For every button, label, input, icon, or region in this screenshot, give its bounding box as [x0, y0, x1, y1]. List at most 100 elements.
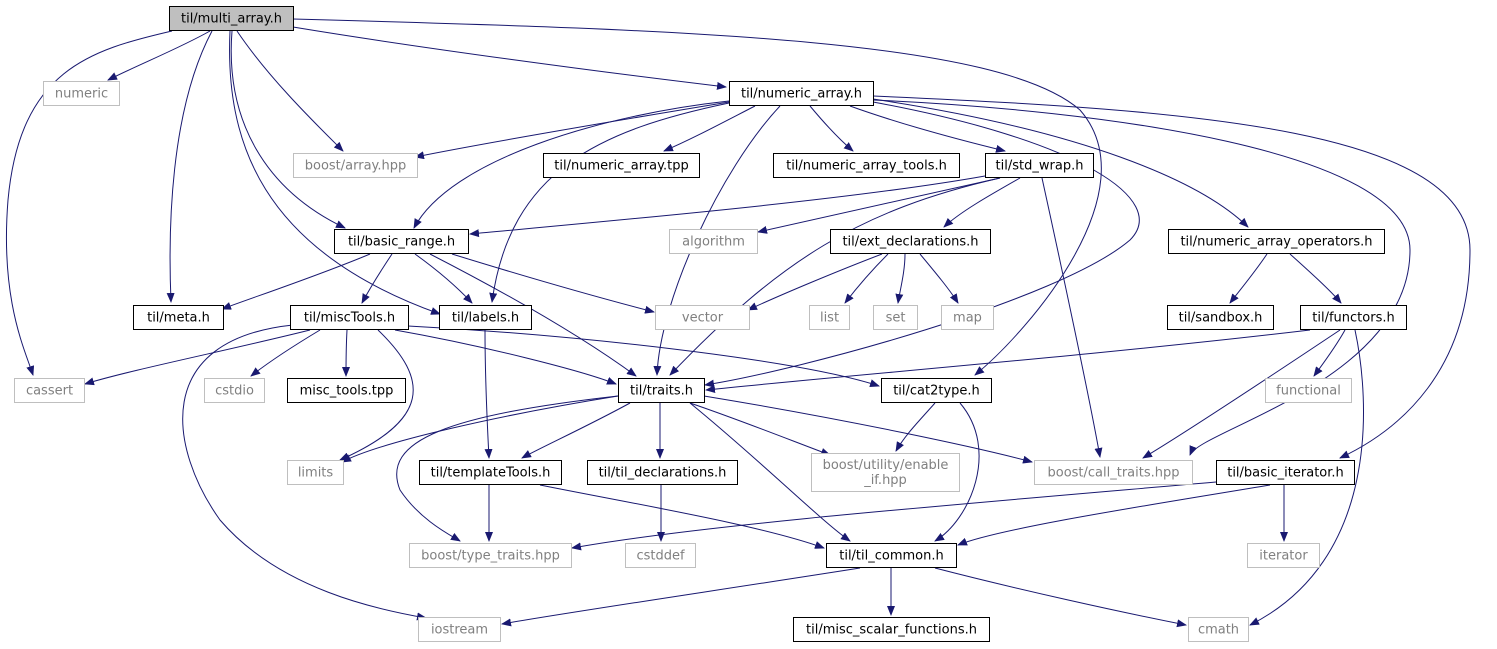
node-label: list	[820, 311, 839, 326]
edge-numeric_array-to-traits	[704, 101, 1140, 388]
node-label: til/ext_declarations.h	[842, 235, 978, 250]
node-traits[interactable]: til/traits.h	[618, 378, 705, 403]
edge-miscTools-to-cat2type	[407, 325, 880, 387]
edge-miscTools-to-limits	[339, 329, 414, 461]
node-box	[293, 153, 418, 178]
node-box	[809, 305, 850, 330]
edge-miscTools-to-cstdio	[250, 329, 321, 377]
node-sandbox[interactable]: til/sandbox.h	[1167, 305, 1274, 330]
edge-templateTools-to-til_common	[539, 484, 825, 549]
node-enable_if: boost/utility/enable_if.hpp	[811, 453, 960, 492]
node-label: cassert	[26, 384, 73, 399]
node-label: til/labels.h	[452, 311, 519, 326]
node-box	[729, 81, 874, 106]
node-numeric_array[interactable]: til/numeric_array.h	[729, 81, 874, 106]
edge-miscTools-to-misc_tools_tpp	[342, 329, 351, 377]
node-call_traits: boost/call_traits.hpp	[1034, 460, 1193, 485]
edge-std_wrap-to-ext_declarations	[943, 177, 1021, 228]
node-label: iterator	[1259, 549, 1308, 564]
edge-multi_array-to-basic_range	[230, 30, 346, 229]
node-box	[985, 153, 1094, 178]
edge-traits-to-call_traits	[703, 395, 1033, 464]
node-cmath: cmath	[1188, 617, 1249, 642]
edge-numeric_array-to-std_wrap	[849, 105, 1006, 153]
edge-traits-to-limits	[341, 395, 619, 463]
node-box	[133, 305, 224, 330]
node-label: _if.hpp	[863, 473, 907, 488]
edge-numeric_array_operators-to-sandbox	[1229, 253, 1268, 304]
node-label: til/numeric_array.h	[741, 87, 862, 102]
edge-multi_array-to-cassert	[5, 30, 173, 376]
node-label: map	[953, 311, 982, 326]
node-box	[941, 305, 994, 330]
node-label: til/misc_scalar_functions.h	[806, 623, 977, 638]
edge-miscTools-to-cassert	[84, 329, 311, 386]
edge-numeric_array-to-numeric_array_operators	[872, 98, 1249, 228]
node-multi_array[interactable]: til/multi_array.h	[169, 6, 294, 31]
node-label: til/functors.h	[1312, 311, 1394, 326]
node-box	[419, 460, 562, 485]
edge-numeric_array-to-call_traits	[872, 99, 1411, 456]
edge-ext_declarations-to-vector	[747, 253, 883, 311]
node-boost_array: boost/array.hpp	[293, 153, 418, 178]
node-ext_declarations[interactable]: til/ext_declarations.h	[830, 229, 991, 254]
node-box	[290, 305, 409, 330]
node-box	[14, 378, 85, 403]
edge-std_wrap-to-basic_range	[469, 175, 986, 238]
node-label: boost/call_traits.hpp	[1047, 466, 1179, 481]
node-templateTools[interactable]: til/templateTools.h	[419, 460, 562, 485]
node-box	[418, 617, 501, 642]
node-labels[interactable]: til/labels.h	[439, 305, 532, 330]
node-basic_iterator[interactable]: til/basic_iterator.h	[1216, 460, 1355, 485]
node-label: cmath	[1198, 623, 1239, 638]
edge-functors-to-traits	[705, 329, 1311, 394]
node-std_wrap[interactable]: til/std_wrap.h	[985, 153, 1094, 178]
node-misc_tools_tpp[interactable]: misc_tools.tpp	[287, 378, 406, 403]
edge-miscTools-to-traits	[394, 329, 617, 385]
node-numeric_array_tools[interactable]: til/numeric_array_tools.h	[773, 153, 960, 178]
node-box	[669, 229, 758, 254]
edge-multi_array-to-numeric	[107, 30, 211, 81]
node-box	[1034, 460, 1193, 485]
node-til_common[interactable]: til/til_common.h	[826, 543, 957, 568]
node-numeric: numeric	[43, 81, 120, 106]
node-box	[830, 229, 991, 254]
edge-basic_range-to-miscTools	[361, 253, 393, 304]
edge-std_wrap-to-algorithm	[757, 177, 1001, 234]
node-miscTools[interactable]: til/miscTools.h	[290, 305, 409, 330]
edge-multi_array-to-labels	[229, 30, 441, 315]
node-box	[1168, 229, 1385, 254]
node-basic_range[interactable]: til/basic_range.h	[334, 229, 469, 254]
node-til_declarations[interactable]: til/til_declarations.h	[587, 460, 738, 485]
node-limits: limits	[287, 460, 344, 485]
node-box	[811, 453, 960, 492]
node-label: limits	[298, 466, 334, 481]
node-label: boost/utility/enable	[823, 458, 949, 473]
node-label: til/til_declarations.h	[599, 466, 727, 481]
edges-layer	[5, 18, 1471, 628]
edge-miscTools-to-iostream	[182, 324, 427, 621]
node-meta[interactable]: til/meta.h	[133, 305, 224, 330]
node-box	[287, 378, 406, 403]
node-label: til/std_wrap.h	[996, 159, 1084, 174]
node-label: algorithm	[682, 235, 745, 250]
node-iostream: iostream	[418, 617, 501, 642]
node-label: set	[886, 311, 906, 326]
node-box	[826, 543, 957, 568]
edge-basic_range-to-labels	[414, 253, 473, 304]
edge-cat2type-to-til_common	[934, 402, 980, 542]
node-numeric_array_tpp[interactable]: til/numeric_array.tpp	[543, 153, 700, 178]
node-numeric_array_operators[interactable]: til/numeric_array_operators.h	[1168, 229, 1385, 254]
node-label: til/til_common.h	[839, 549, 944, 564]
node-algorithm: algorithm	[669, 229, 758, 254]
node-misc_scalar_functions[interactable]: til/misc_scalar_functions.h	[793, 617, 990, 642]
node-box	[334, 229, 469, 254]
node-label: cstdio	[215, 384, 254, 399]
node-box	[873, 305, 918, 330]
node-functors[interactable]: til/functors.h	[1300, 305, 1407, 330]
node-cat2type[interactable]: til/cat2type.h	[881, 378, 992, 403]
node-box	[287, 460, 344, 485]
edge-cat2type-to-enable_if	[895, 402, 936, 452]
edge-numeric_array-to-numeric_array_tpp	[663, 105, 756, 152]
edge-numeric_array_operators-to-functors	[1289, 253, 1342, 304]
